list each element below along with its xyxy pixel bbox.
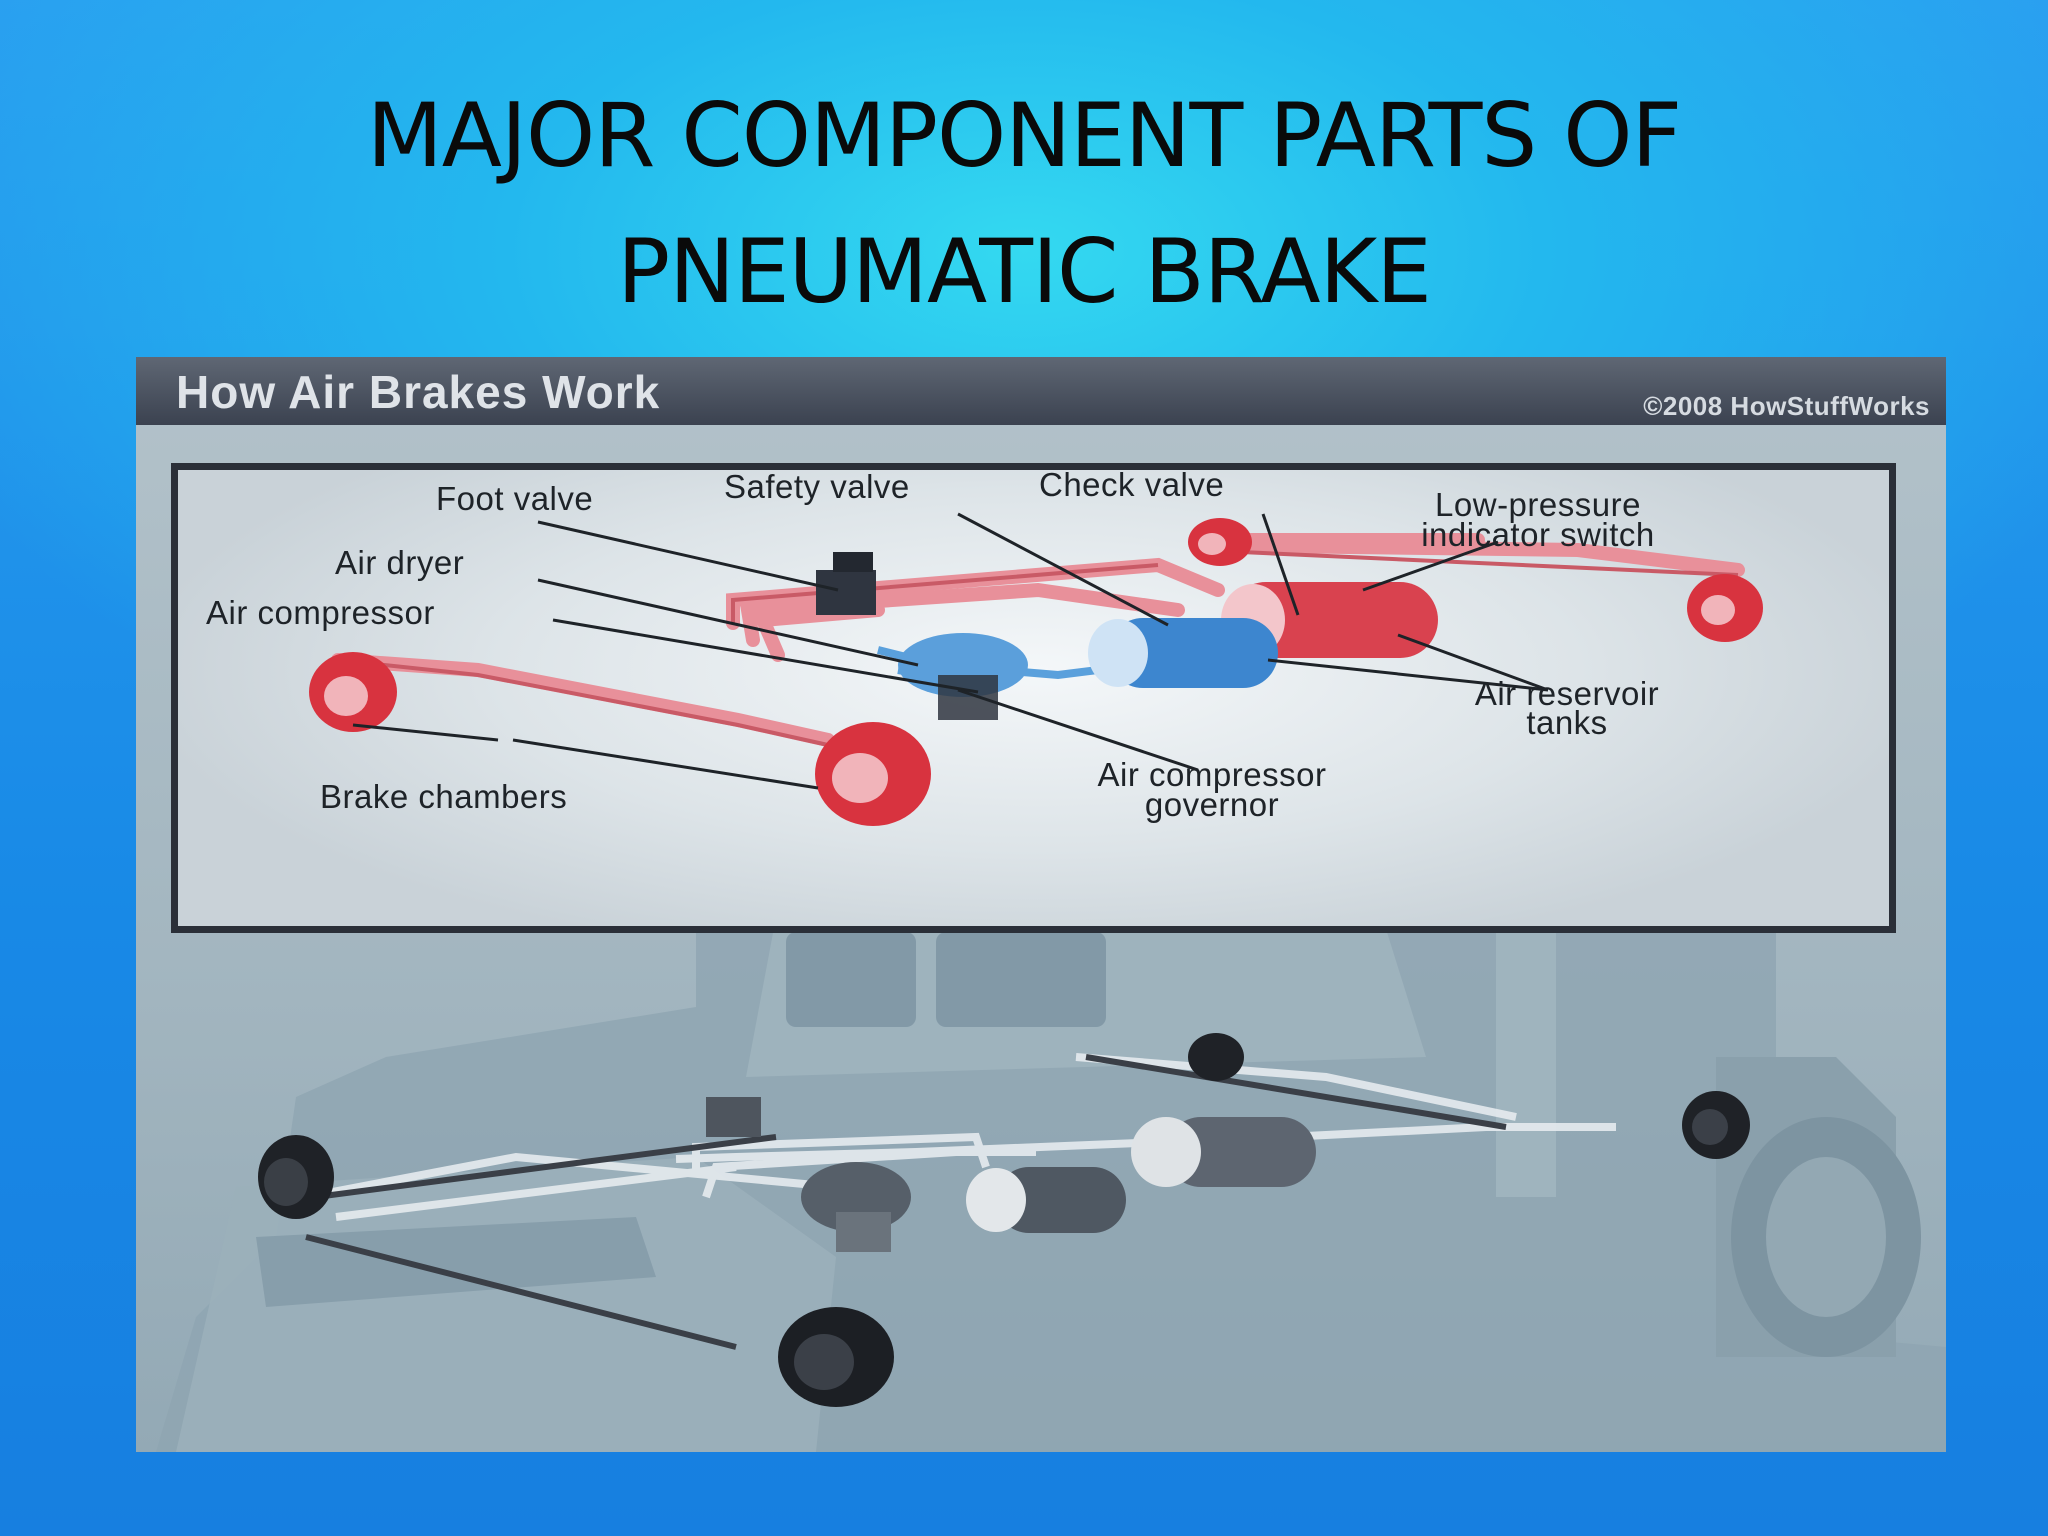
- label-low-pressure-line-1: Low-pressure: [1435, 486, 1641, 523]
- slide-title: MAJOR COMPONENT PARTS OF PNEUMATIC BRAKE: [0, 68, 2048, 340]
- slide-title-line-1: MAJOR COMPONENT PARTS OF: [366, 84, 1682, 187]
- label-low-pressure-line-2: indicator switch: [1421, 516, 1655, 553]
- air-brake-figure: How Air Brakes Work ©2008 HowStuffWorks: [136, 357, 1946, 1452]
- label-governor-line-1: Air compressor: [1098, 756, 1327, 793]
- labelled-diagram-panel: Foot valve Safety valve Check valve Low-…: [171, 463, 1896, 933]
- label-foot-valve: Foot valve: [436, 480, 593, 517]
- labelled-diagram: Foot valve Safety valve Check valve Low-…: [206, 470, 1763, 826]
- label-air-reservoir-line-2: tanks: [1526, 704, 1607, 741]
- label-check-valve: Check valve: [1039, 470, 1224, 503]
- figure-copyright: ©2008 HowStuffWorks: [1643, 391, 1930, 421]
- label-air-reservoir-line-1: Air reservoir: [1475, 675, 1659, 712]
- figure-header-bar: How Air Brakes Work ©2008 HowStuffWorks: [136, 357, 1946, 425]
- label-safety-valve: Safety valve: [724, 470, 910, 505]
- label-governor-line-2: governor: [1145, 786, 1279, 823]
- label-air-dryer: Air dryer: [335, 544, 464, 581]
- label-brake-chambers: Brake chambers: [320, 778, 567, 815]
- figure-header-title: How Air Brakes Work: [176, 366, 661, 418]
- slide-title-line-2: PNEUMATIC BRAKE: [617, 220, 1432, 323]
- truck-illustration: [156, 777, 1946, 1452]
- label-air-compressor: Air compressor: [206, 594, 435, 631]
